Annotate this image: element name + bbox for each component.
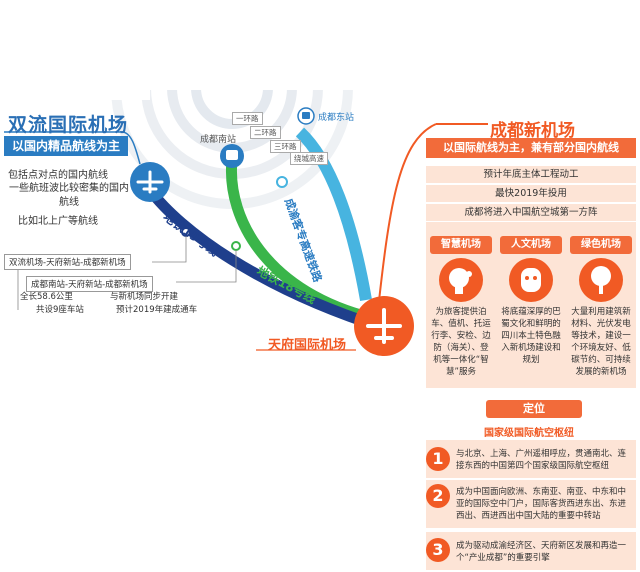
route2-build: 与新机场同步开建 [110,292,179,302]
route2-open: 预计2019年建成通车 [116,305,198,315]
culture-face-icon [509,258,553,302]
green-tree-icon [579,258,623,302]
tianfu-label: 天府国际机场 [268,338,347,353]
metro-line-19 [145,186,392,336]
ring1-label: 一环路 [232,112,263,125]
positioning-subtitle: 国家级国际航空枢纽 [484,428,574,439]
route2-stations: 共设9座车站 [36,305,84,315]
info-row-2: 最快2019年投用 [426,185,636,202]
new-airport-title: 成都新机场 [490,121,575,141]
feature-smart-title: 智慧机场 [430,236,492,254]
shuangliu-desc-3: 比如北上广等航线 [18,216,98,227]
ring3-label: 三环路 [270,140,301,153]
smart-head-icon [439,258,483,302]
shuangliu-desc-1: 包括点对点的国内航线 [8,170,108,181]
feature-culture-text: 将底蕴深厚的巴蜀文化和鲜明的四川本土特色融入新机场建设和规划 [501,307,561,365]
shuangliu-desc-2: 一些航班波比较密集的国内航线 [9,183,129,208]
chengdu-south-label: 成都南站 [200,135,237,145]
new-airport-subtitle: 以国际航线为主，兼有部分国内航线 [426,138,636,158]
positioning-item-2: 2 成为中国面向欧洲、东南亚、南亚、中东和中亚的国际空中门户，国际客货西进东出、… [426,480,636,528]
positioning-text-3: 成为驱动成渝经济区、天府新区发展和再造一个“产业成都”的重要引擎 [456,541,627,563]
ring2-label: 二环路 [250,126,281,139]
connector-arc [377,123,437,311]
positioning-text-1: 与北京、上海、广州遥相呼应，贯通南北、连接东西的中国第四个国家级国际航空枢纽 [456,449,627,471]
shuangliu-title: 双流国际机场 [8,114,129,136]
raocheng-label: 绕城高速 [290,152,328,165]
feature-smart-text: 为旅客提供泊车、值机、托运行李、安检、边防（海关）、登机等一体化“智慧”服务 [431,307,491,377]
chengyu-rail-line [295,127,372,302]
info-row-3: 成都将进入中国航空城第一方阵 [426,204,636,221]
chengdu-east-label: 成都东站 [318,113,355,123]
positioning-item-3: 3 成为驱动成渝经济区、天府新区发展和再造一个“产业成都”的重要引擎 [426,532,636,570]
positioning-title: 定位 [486,400,582,418]
shuangliu-subtitle: 以国内精品航线为主 [4,136,128,156]
number-badge-3: 3 [426,538,450,562]
number-badge-1: 1 [426,447,450,471]
positioning-text-2: 成为中国面向欧洲、东南亚、南亚、中东和中亚的国际空中门户，国际客货西进东出、东进… [456,487,627,521]
route-label-2: 成都南站-天府新站-成都新机场 [26,276,153,292]
number-badge-2: 2 [426,484,450,508]
route-label-1: 双流机场-天府新站-成都新机场 [4,254,131,270]
station-dot [231,241,241,251]
feature-culture-title: 人文机场 [500,236,562,254]
feature-green-text: 大量利用建筑新材料、光伏发电等技术，建设一个环境友好、低碳节约、可持续发展的新机… [571,307,631,377]
route2-length: 全长58.6公里 [20,292,73,302]
feature-green-title: 绿色机场 [570,236,632,254]
station-dot [276,176,288,188]
positioning-item-1: 1 与北京、上海、广州遥相呼应，贯通南北、连接东西的中国第四个国家级国际航空枢纽 [426,440,636,478]
info-row-1: 预计年底主体工程动工 [426,166,636,183]
